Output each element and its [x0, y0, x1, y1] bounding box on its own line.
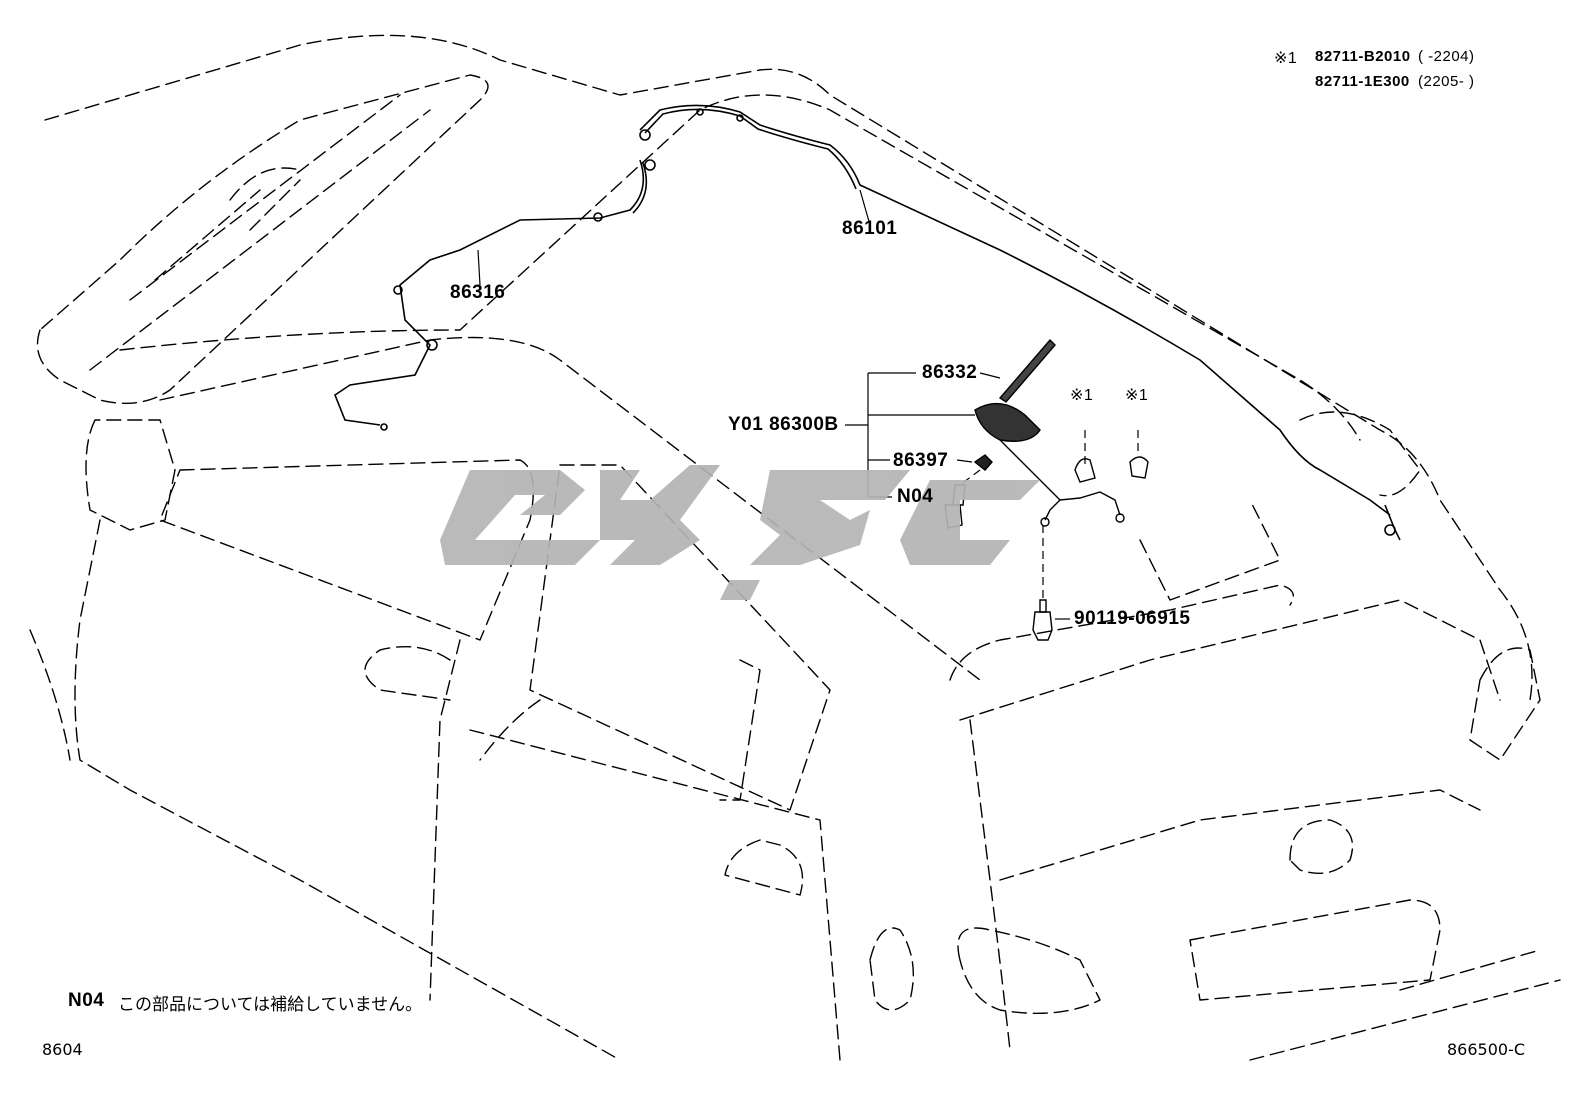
- footnote-range-2: (2205- ): [1418, 73, 1475, 90]
- callout-86332[interactable]: 86332: [922, 362, 978, 383]
- antenna-base-86300b: [974, 402, 1041, 442]
- footnote-range-1: ( -2204): [1418, 48, 1475, 65]
- nut-86397: [973, 454, 993, 471]
- callout-86101[interactable]: 86101: [842, 218, 898, 239]
- bolt-90119: [1032, 611, 1053, 641]
- footnote-part-1: 82711-B2010: [1315, 48, 1411, 65]
- callout-n04[interactable]: N04: [897, 486, 934, 507]
- spoiler: [36, 74, 489, 405]
- callout-mark-a: ※1: [1070, 387, 1094, 404]
- clip-1: [1074, 458, 1096, 483]
- rear-body: [959, 599, 1501, 721]
- note-text: この部品については補給していません。: [118, 995, 423, 1015]
- callout-86316[interactable]: 86316: [450, 282, 506, 303]
- antenna-cable: [639, 104, 1391, 516]
- roof-outline: [44, 34, 1533, 701]
- callout-90119-06915[interactable]: 90119-06915: [1074, 608, 1191, 629]
- body-side: [85, 419, 176, 531]
- callout-86300b[interactable]: Y01 86300B: [728, 414, 839, 435]
- note-code: N04: [68, 990, 105, 1011]
- page-code: 8604: [42, 1040, 83, 1059]
- watermark: [440, 465, 1040, 600]
- figure-code: 866500-C: [1447, 1040, 1526, 1059]
- callout-86397[interactable]: 86397: [893, 450, 949, 471]
- footnote-part-2: 82711-1E300: [1315, 73, 1410, 90]
- callout-mark-b: ※1: [1125, 387, 1149, 404]
- roof-inner-edge: [119, 94, 1361, 441]
- footnote-mark: ※1: [1274, 50, 1298, 67]
- clip-2: [1129, 456, 1149, 479]
- antenna-rod-86332: [998, 338, 1056, 403]
- harness-86316: [334, 159, 645, 426]
